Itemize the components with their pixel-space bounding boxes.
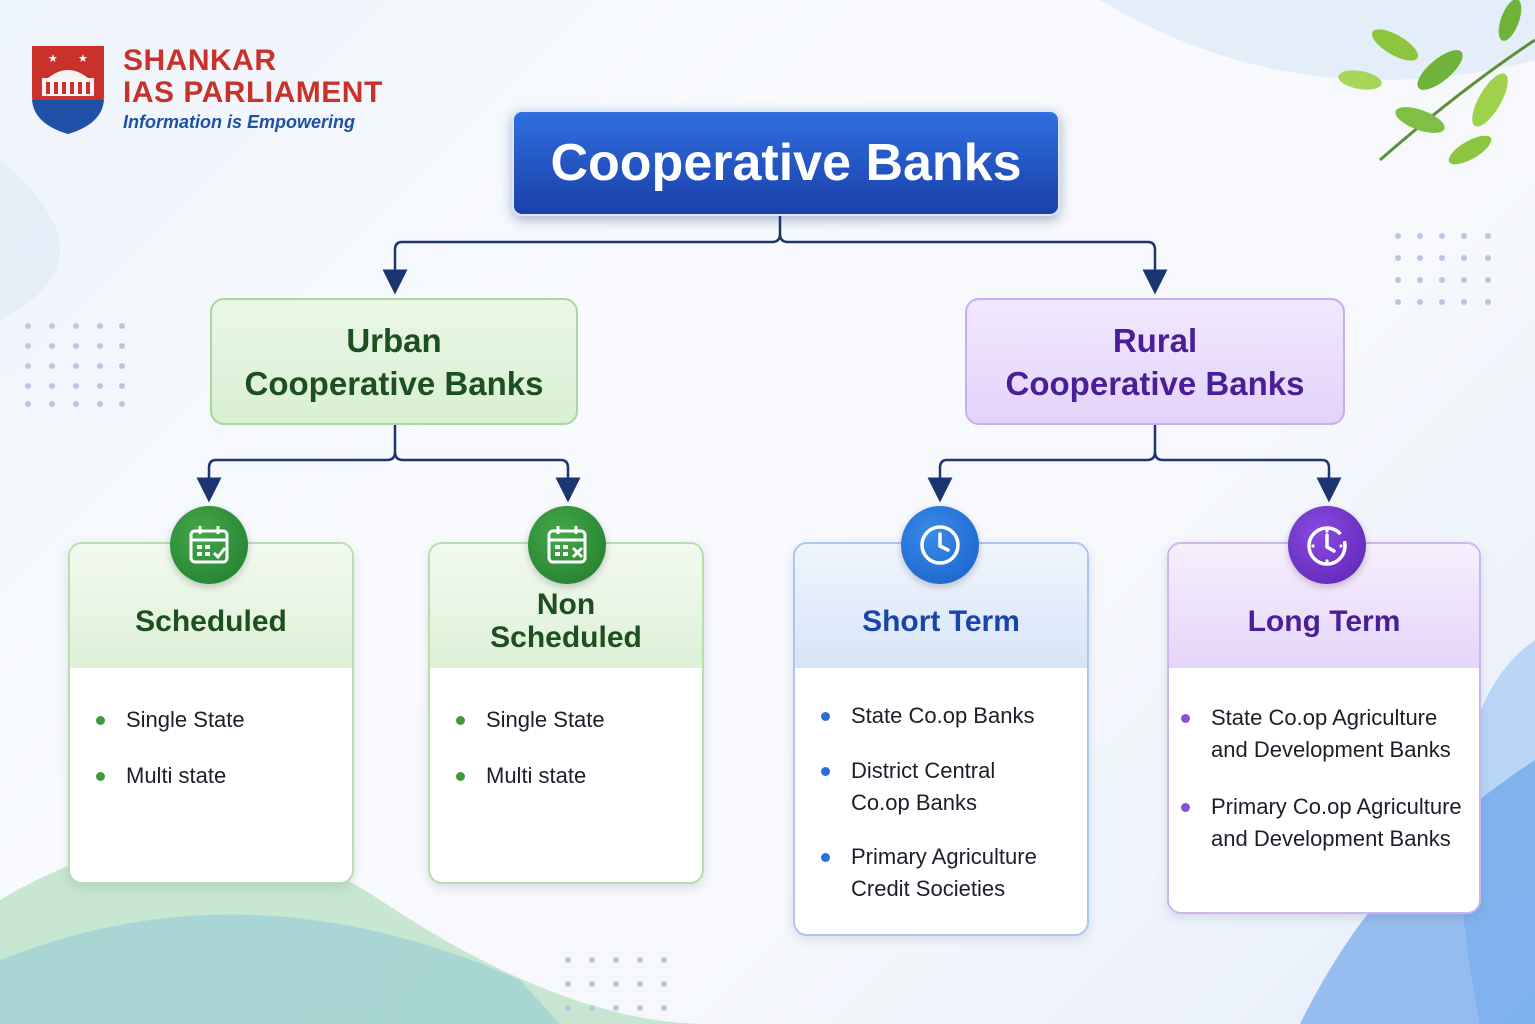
card-short-term-title: Short Term: [862, 604, 1020, 638]
bullet-icon: [821, 712, 830, 721]
card-non-scheduled-title-line2: Scheduled: [490, 621, 642, 654]
card-short-term: Short Term State Co.op Banks District Ce…: [793, 542, 1089, 936]
list-item: Single State: [456, 704, 605, 736]
bullet-icon: [456, 716, 465, 725]
list-item: Single State: [96, 704, 245, 736]
bullet-icon: [456, 772, 465, 781]
brand-tagline: Information is Empowering: [123, 112, 356, 132]
list-item: Multi state: [456, 760, 586, 792]
list-item: Multi state: [96, 760, 226, 792]
svg-text:★: ★: [48, 53, 58, 65]
bullet-icon: [1181, 714, 1190, 723]
category-urban: Urban Cooperative Banks: [210, 298, 578, 425]
timer-icon: [1288, 506, 1366, 584]
category-rural-line1: Rural: [1112, 321, 1198, 359]
bullet-icon: [821, 767, 830, 776]
svg-text:★: ★: [78, 53, 88, 65]
category-urban-line1: Urban: [346, 321, 442, 359]
parliament-shield-icon: ★★: [32, 46, 104, 134]
bullet-icon: [96, 772, 105, 781]
card-long-term-title: Long Term: [1247, 604, 1401, 638]
list-item: State Co.op Banks: [821, 700, 1034, 732]
bullet-icon: [1181, 803, 1190, 812]
card-non-scheduled: Non Scheduled Single State Multi state: [428, 542, 704, 884]
card-scheduled: Scheduled Single State Multi state: [68, 542, 354, 884]
card-non-scheduled-title-line1: Non: [536, 588, 596, 621]
diagram-title-text: Cooperative Banks: [550, 134, 1022, 192]
calendar-check-icon: [170, 506, 248, 584]
category-urban-line2: Cooperative Banks: [244, 364, 544, 402]
bullet-icon: [821, 853, 830, 862]
card-long-term-header: Long Term: [1169, 544, 1479, 668]
brand-name-line2: IAS PARLIAMENT: [123, 76, 383, 109]
calendar-x-icon: [528, 506, 606, 584]
category-rural: Rural Cooperative Banks: [965, 298, 1345, 425]
card-scheduled-title: Scheduled: [135, 604, 287, 638]
leaves-decoration: [1338, 0, 1535, 165]
diagram-title: Cooperative Banks: [512, 110, 1060, 216]
category-rural-line2: Cooperative Banks: [1005, 364, 1305, 402]
clock-icon: [901, 506, 979, 584]
bullet-icon: [96, 716, 105, 725]
brand-name-line1: SHANKAR: [123, 44, 277, 77]
